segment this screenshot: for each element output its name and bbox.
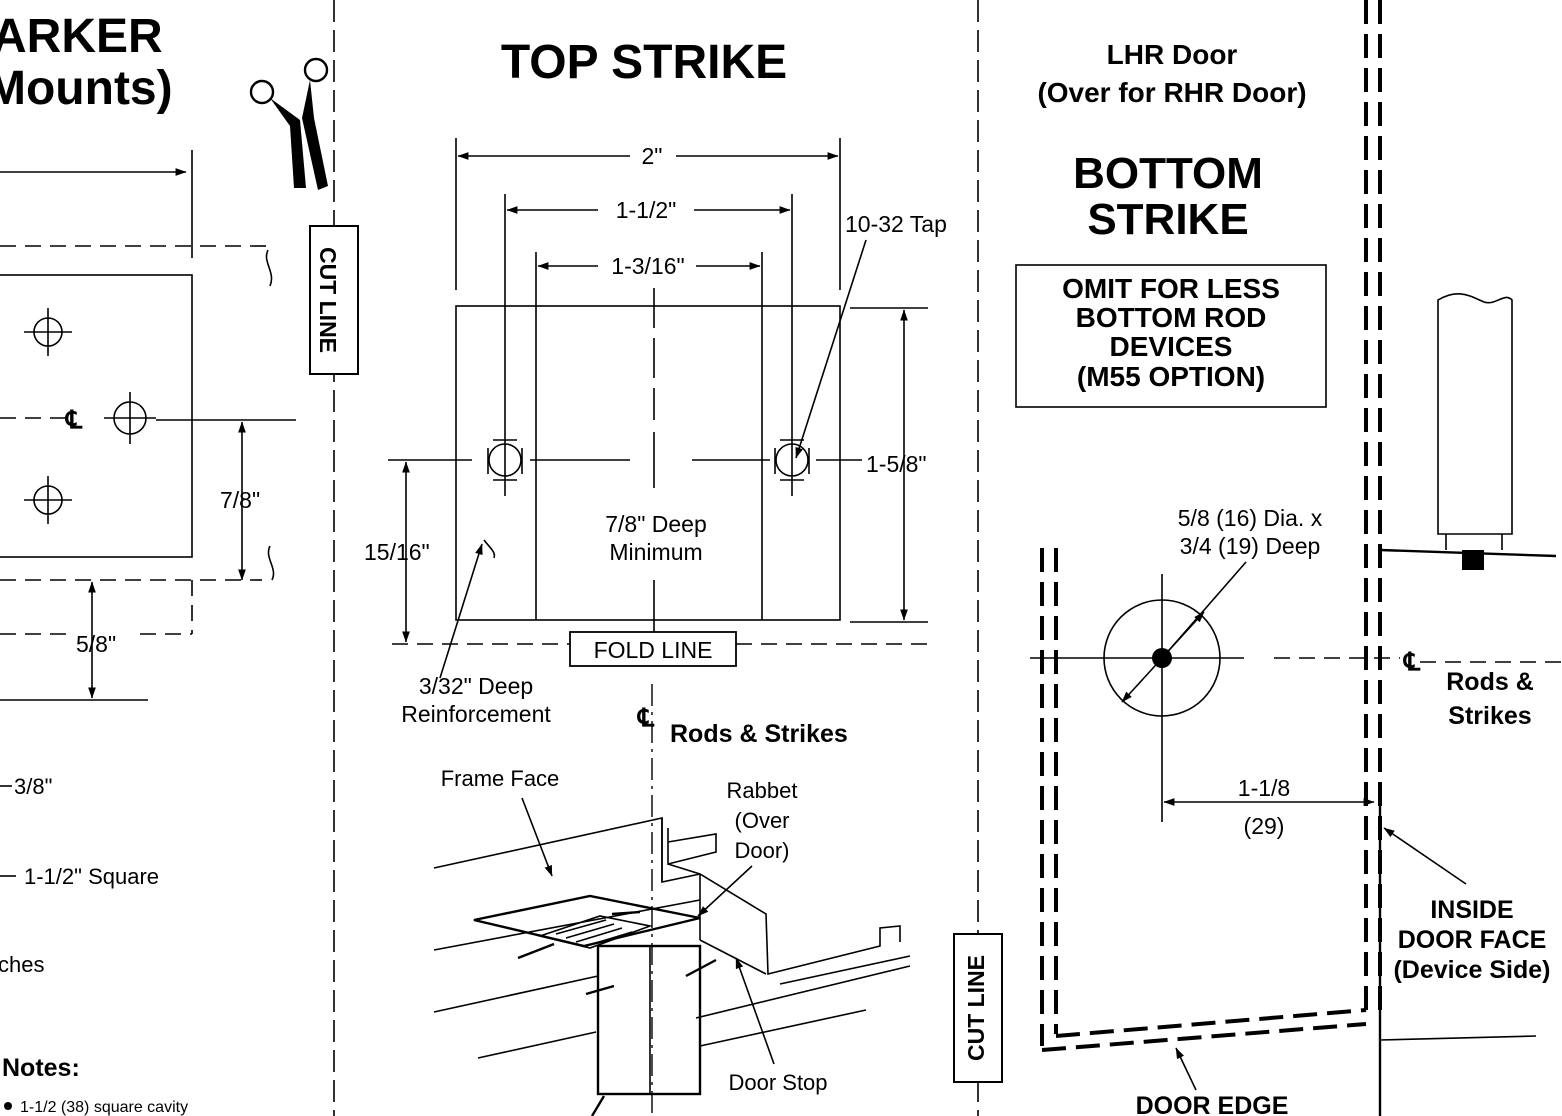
top-hole-left bbox=[487, 430, 523, 496]
inside-line1: INSIDE bbox=[1430, 896, 1513, 924]
top-strike-title: TOP STRIKE bbox=[501, 36, 787, 89]
bottom-dim-29: (29) bbox=[1244, 813, 1285, 839]
top-dim-1-3-16: 1-3/16" bbox=[611, 253, 684, 279]
left-hole-upper bbox=[24, 308, 72, 356]
omit-line1: OMIT FOR LESS bbox=[1062, 273, 1280, 304]
bottom-strike-hole bbox=[1030, 561, 1247, 822]
frame-isometric-sketch bbox=[433, 817, 911, 1116]
door-stop-label: Door Stop bbox=[728, 1070, 827, 1095]
left-dim-3-8: 3/8" bbox=[14, 774, 52, 799]
hole-spec-line2: 3/4 (19) Deep bbox=[1180, 533, 1321, 559]
bottom-rods-line2: Strikes bbox=[1448, 702, 1531, 730]
top-tap-label: 10-32 Tap bbox=[845, 211, 947, 237]
top-dim-1-1-2: 1-1/2" bbox=[616, 197, 677, 223]
cut-line-label-right-text: CUT LINE bbox=[963, 955, 989, 1061]
omit-line4: (M55 OPTION) bbox=[1077, 361, 1265, 392]
reinforcement-line2: Reinforcement bbox=[401, 701, 551, 727]
notes-heading: Notes: bbox=[2, 1054, 80, 1082]
door-edge-label: DOOR EDGE bbox=[1136, 1092, 1289, 1116]
left-hole-center bbox=[104, 392, 156, 444]
cut-line-label-left: CUT LINE bbox=[309, 225, 359, 375]
inside-line3: (Device Side) bbox=[1393, 956, 1550, 984]
frame-face-label: Frame Face bbox=[441, 766, 560, 791]
rabbet-line3: Door) bbox=[734, 838, 789, 863]
inside-line2: DOOR FACE bbox=[1398, 926, 1547, 954]
bottom-rods-line1: Rods & bbox=[1446, 668, 1534, 696]
scissors-icon bbox=[249, 57, 329, 190]
fold-line-label: FOLD LINE bbox=[594, 637, 713, 663]
omit-line3: DEVICES bbox=[1110, 331, 1233, 362]
hole-spec-line1: 5/8 (16) Dia. x bbox=[1178, 505, 1323, 531]
top-rods-strikes: Rods & Strikes bbox=[670, 720, 848, 748]
left-partial-ches: ches bbox=[0, 952, 44, 977]
left-title-line1: ARKER bbox=[0, 10, 163, 63]
door-hand-line1: LHR Door bbox=[1107, 39, 1238, 70]
left-centerline-symbol: ℄ bbox=[65, 406, 83, 434]
left-hole-lower bbox=[24, 476, 72, 524]
top-strike-panel: TOP STRIKE 2" 1-1/2" 1-3/16" 10-32 Tap bbox=[364, 36, 947, 1116]
bottom-strike-title-line2: STRIKE bbox=[1087, 195, 1248, 244]
top-dim-2: 2" bbox=[642, 143, 663, 169]
top-deep-line2: Minimum bbox=[609, 539, 702, 565]
left-dim-7-8: 7/8" bbox=[220, 487, 260, 513]
rabbet-line2: (Over bbox=[735, 808, 790, 833]
left-title-line2: Mounts) bbox=[0, 62, 173, 115]
top-dim-15-16: 15/16" bbox=[364, 539, 430, 565]
reinforcement-line1: 3/32" Deep bbox=[419, 673, 533, 699]
top-centerline-symbol: ℄ bbox=[637, 704, 655, 732]
bottom-centerline-symbol: ℄ bbox=[1403, 648, 1421, 676]
omit-line2: BOTTOM ROD bbox=[1076, 302, 1267, 333]
rabbet-line1: Rabbet bbox=[727, 778, 798, 803]
bottom-dim-1-1-8: 1-1/8 bbox=[1238, 775, 1290, 801]
door-hand-line2: (Over for RHR Door) bbox=[1037, 77, 1306, 108]
omit-box: OMIT FOR LESS BOTTOM ROD DEVICES (M55 OP… bbox=[1015, 264, 1327, 408]
note-1: 1-1/2 (38) square cavity bbox=[20, 1099, 188, 1116]
cut-line-label-right: CUT LINE bbox=[953, 933, 1003, 1083]
left-dim-square: 1-1/2" Square bbox=[24, 864, 159, 889]
top-deep-line1: 7/8" Deep bbox=[605, 511, 707, 537]
cut-line-label-left-text: CUT LINE bbox=[315, 247, 341, 353]
top-dim-1-5-8: 1-5/8" bbox=[866, 451, 927, 477]
bottom-strike-panel: LHR Door (Over for RHR Door) BOTTOM STRI… bbox=[1015, 0, 1562, 1116]
left-panel: ARKER Mounts) ℄ bbox=[0, 10, 329, 1116]
bottom-rod bbox=[1379, 292, 1557, 570]
left-dim-5-8: 5/8" bbox=[76, 631, 116, 657]
top-hole-right bbox=[774, 430, 810, 496]
bottom-strike-title-line1: BOTTOM bbox=[1073, 149, 1263, 198]
